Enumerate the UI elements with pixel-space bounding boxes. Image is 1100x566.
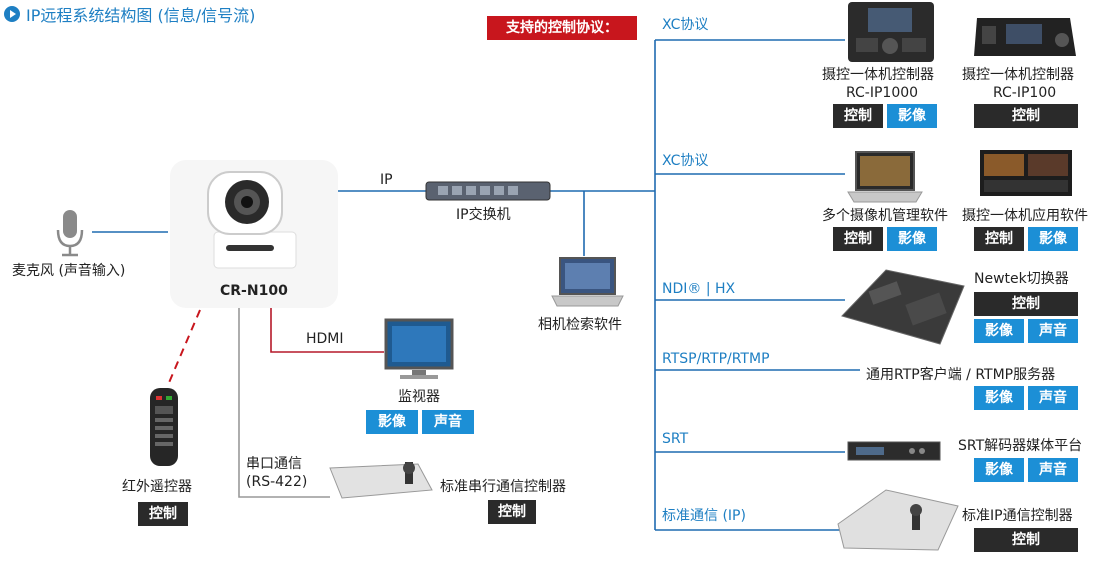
ir-remote-label: 红外遥控器 (122, 479, 192, 495)
hdmi-label: HDMI (306, 331, 344, 347)
newtek-badge-control: 控制 (974, 292, 1078, 316)
serial-label-2: (RS-422) (246, 474, 308, 490)
serial-badge-control: 控制 (488, 500, 536, 524)
rc-ip1000-badge-control: 控制 (833, 104, 883, 128)
app-software-label: 摄控一体机应用软件 (962, 208, 1088, 224)
rc-ip1000-badge-video: 影像 (887, 104, 937, 128)
serial-controller-icon (329, 462, 433, 499)
play-circle-icon (4, 6, 20, 22)
app-badge-control: 控制 (974, 227, 1024, 251)
laptop-icon-search (551, 257, 624, 307)
ip-controller-icon (837, 489, 959, 551)
network-switch-icon (425, 181, 551, 201)
monitor-badge-audio: 声音 (422, 410, 474, 434)
monitor-label: 监视器 (398, 389, 440, 405)
ir-remote-icon (150, 388, 178, 466)
switch-label: IP交换机 (456, 207, 511, 223)
ir-badge-control: 控制 (138, 502, 188, 526)
srt-badge-video: 影像 (974, 458, 1024, 482)
ip-link-label: IP (380, 172, 393, 188)
rc-ip100-controller-icon (974, 18, 1076, 56)
monitor-icon (384, 318, 454, 379)
serial-device-label: 标准串行通信控制器 (440, 479, 566, 495)
rc-ip1000-label-1: 摄控一体机控制器 (822, 67, 934, 83)
management-software-label: 多个摄像机管理软件 (822, 208, 948, 224)
monitor-badge-video: 影像 (366, 410, 418, 434)
ir-link-line (167, 309, 201, 386)
title-text: IP远程系统结构图 (信息/信号流) (26, 6, 256, 25)
microphone-icon (56, 210, 84, 257)
serial-label-1: 串口通信 (246, 456, 302, 472)
rc-ip1000-label-2: RC-IP1000 (846, 85, 919, 101)
laptop-icon-management (847, 151, 923, 203)
camera-label: CR-N100 (220, 283, 288, 299)
microphone-label: 麦克风 (声音输入) (12, 263, 126, 279)
serial-link-line (238, 308, 330, 498)
protocol-label-xc-2: XC协议 (662, 153, 709, 169)
management-badge-control: 控制 (833, 227, 883, 251)
rtp-badge-video: 影像 (974, 386, 1024, 410)
newtek-badge-audio: 声音 (1028, 319, 1078, 343)
protocol-label-standard-ip: 标准通信 (IP) (662, 508, 746, 524)
rtp-badge-audio: 声音 (1028, 386, 1078, 410)
rc-ip100-badge-control: 控制 (974, 104, 1078, 128)
newtek-switcher-icon (841, 269, 965, 345)
protocol-label-xc-1: XC协议 (662, 17, 709, 33)
srt-decoder-icon (847, 441, 941, 461)
ip-controller-badge-control: 控制 (974, 528, 1078, 552)
app-badge-video: 影像 (1028, 227, 1078, 251)
protocols-header: 支持的控制协议： (487, 16, 637, 40)
rc-ip1000-controller-icon (848, 2, 934, 62)
rc-ip100-label-1: 摄控一体机控制器 (962, 67, 1074, 83)
diagram-title: IP远程系统结构图 (信息/信号流) (4, 2, 255, 26)
management-badge-video: 影像 (887, 227, 937, 251)
newtek-label: Newtek切换器 (974, 271, 1069, 287)
srt-platform-label: SRT解码器媒体平台 (958, 438, 1083, 454)
protocol-label-rtsp: RTSP/RTP/RTMP (662, 351, 770, 367)
ip-controller-label: 标准IP通信控制器 (962, 508, 1073, 524)
search-software-label: 相机检索软件 (538, 317, 622, 333)
newtek-badge-video: 影像 (974, 319, 1024, 343)
rtp-client-label: 通用RTP客户端 / RTMP服务器 (866, 367, 1056, 383)
ptz-camera-icon (170, 160, 338, 308)
protocol-label-srt: SRT (662, 431, 689, 447)
srt-badge-audio: 声音 (1028, 458, 1078, 482)
hdmi-link-line (270, 308, 384, 353)
protocol-label-ndi: NDI® | HX (662, 281, 736, 297)
rc-ip100-label-2: RC-IP100 (993, 85, 1057, 101)
app-software-screen-icon (980, 150, 1072, 196)
